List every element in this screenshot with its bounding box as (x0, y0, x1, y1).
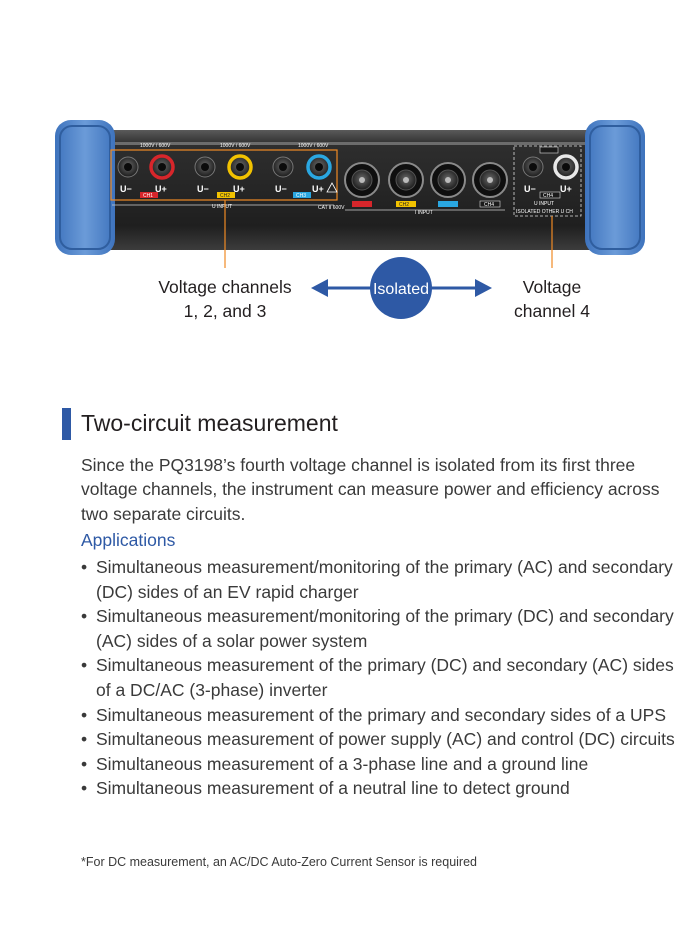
left-callout-line2: 1, 2, and 3 (184, 301, 267, 321)
channel-4-outline (513, 145, 582, 217)
list-item: • Simultaneous measurement of a 3-phase l… (81, 752, 681, 777)
left-bumper (55, 120, 115, 255)
ch1-u-minus-label: U− (120, 184, 132, 194)
ch4-u-plus-label: U+ (560, 184, 572, 194)
ch2-u-minus-label: U− (197, 184, 209, 194)
bullet-icon: • (81, 704, 88, 725)
left-callout-line1: Voltage channels (158, 277, 292, 297)
ch4-tag-top (539, 146, 559, 154)
rating-label-3: 1000V / 600V (298, 143, 329, 149)
list-item: • Simultaneous measurement/monitoring of … (81, 555, 681, 604)
bullet-icon: • (81, 729, 88, 750)
instrument-terminal-figure: U− U+ U− U+ U− U+ CH1 CH2 CH3 U INPUT 10… (55, 120, 645, 321)
i-ch2-tag (396, 201, 416, 207)
ch4-u-input-label: U INPUT (534, 201, 554, 207)
applications-list: • Simultaneous measurement/monitoring of … (81, 555, 681, 801)
section-heading: Two-circuit measurement (81, 410, 338, 436)
list-item: • Simultaneous measurement of power suppl… (81, 727, 681, 752)
channels-1-3-outline (110, 149, 338, 201)
ch3-u-plus-label: U+ (312, 184, 324, 194)
warning-triangle-icon (326, 182, 338, 193)
list-item-text: Simultaneous measurement/monitoring of t… (96, 606, 674, 651)
bullet-icon: • (81, 557, 88, 577)
isolated-other-label: ISOLATED OTHER U CH (516, 209, 573, 215)
ch3-tag-label: CH3 (296, 193, 306, 199)
arrow-left-icon (311, 279, 328, 297)
section-accent-bar (62, 408, 71, 440)
rating-label-1: 1000V / 600V (140, 143, 171, 149)
right-bumper (585, 120, 645, 255)
i-ch4-tag (479, 200, 501, 208)
rating-label-2: 1000V / 600V (220, 143, 251, 149)
isolated-badge (370, 257, 432, 319)
ch2-tag-label: CH2 (220, 193, 230, 199)
list-item-text: Simultaneous measurement of the primary … (96, 655, 674, 700)
footnote: *For DC measurement, an AC/DC Auto-Zero … (81, 855, 477, 869)
list-item-text: Simultaneous measurement of power supply… (96, 729, 675, 750)
ch1-tag (140, 192, 158, 198)
right-callout-line1: Voltage (523, 277, 581, 297)
bullet-icon: • (81, 655, 88, 676)
bullet-icon: • (81, 606, 88, 627)
ch2-u-plus-label: U+ (233, 184, 245, 194)
list-item: • Simultaneous measurement of the primary… (81, 653, 681, 702)
list-item: • Simultaneous measurement/monitoring of … (81, 604, 681, 653)
list-item: • Simultaneous measurement of a neutral l… (81, 776, 681, 801)
i-input-label: I INPUT (415, 210, 433, 216)
list-item-text: Simultaneous measurement of the primary … (96, 704, 667, 725)
bullet-icon: • (81, 753, 88, 774)
ch4-u-minus-label: U− (524, 184, 536, 194)
i-ch2-tag-label: CH2 (399, 202, 409, 208)
bullet-icon: • (81, 778, 88, 799)
current-input-jacks (344, 162, 508, 198)
ch4-tag-label: CH4 (543, 193, 553, 199)
voltage-jacks-ch1-3 (117, 154, 332, 180)
u-input-label: U INPUT (212, 204, 232, 210)
section-intro: Since the PQ3198’s fourth voltage channe… (81, 455, 660, 524)
ch2-tag (217, 192, 235, 198)
i-ch3-tag (438, 201, 458, 207)
ch1-u-plus-label: U+ (155, 184, 167, 194)
applications-title: Applications (81, 530, 176, 550)
list-item-text: Simultaneous measurement/monitoring of t… (96, 557, 673, 602)
isolated-badge-label: Isolated (373, 281, 429, 298)
list-item: • Simultaneous measurement of the primary… (81, 703, 681, 728)
i-ch4-tag-label: CH4 (484, 202, 494, 208)
ch3-u-minus-label: U− (275, 184, 287, 194)
arrow-right-icon (475, 279, 492, 297)
ch4-tag (539, 191, 561, 199)
ch3-tag (293, 192, 311, 198)
cat-rating-label: CAT Ⅱ 600V (318, 205, 345, 211)
list-item-text: Simultaneous measurement of a neutral li… (96, 778, 570, 799)
i-ch1-tag (352, 201, 372, 207)
right-callout-line2: channel 4 (514, 301, 590, 321)
list-item-text: Simultaneous measurement of a 3-phase li… (96, 753, 589, 774)
ch1-tag-label: CH1 (143, 193, 153, 199)
